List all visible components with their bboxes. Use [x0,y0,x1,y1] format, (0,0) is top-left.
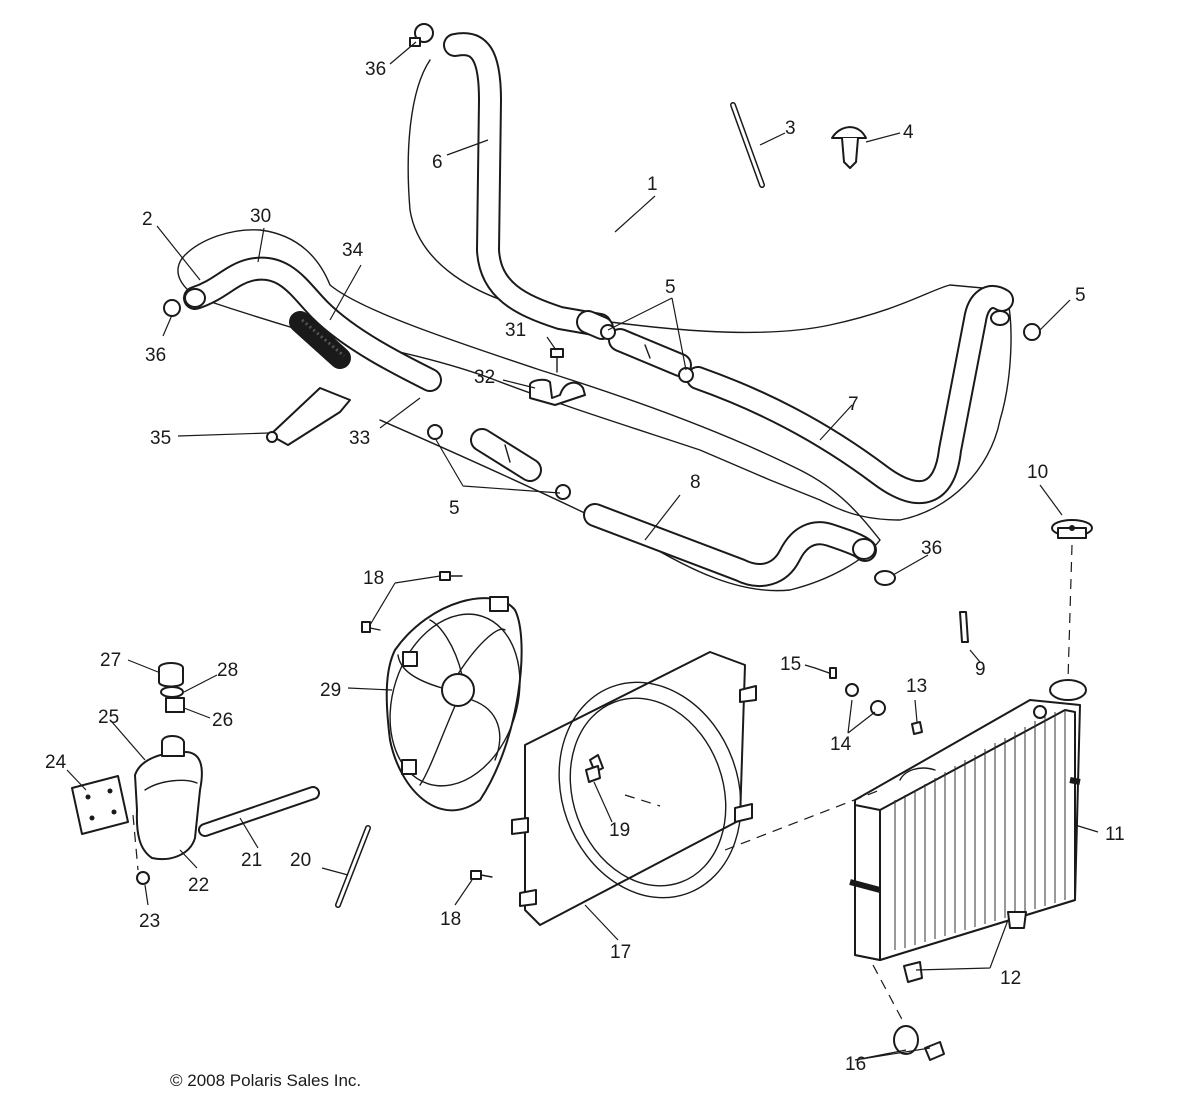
callout-19: 19 [609,820,630,841]
callout-5b: 5 [1075,285,1086,306]
callout-18a: 18 [363,568,384,589]
bolt-15 [814,667,837,679]
mounting-pad-24 [71,775,129,835]
nut-14a [845,683,859,697]
callout-13: 13 [906,676,927,697]
bolt-18c [470,870,493,880]
callout-33: 33 [349,428,370,449]
neck-seal-26 [165,697,185,713]
bracket-32 [529,378,586,406]
callout-11: 11 [1105,824,1125,845]
callout-25: 25 [98,707,119,728]
radiator-11 [849,679,1087,961]
leader-lines [66,41,1099,1061]
bolt-18a [439,571,463,581]
foam-strip-9 [959,611,969,643]
callout-29: 29 [320,680,341,701]
dash-radiator-sensor [872,964,906,1026]
cable-tie-20 [335,825,371,908]
callout-3: 3 [785,118,796,139]
clamp-36b [163,299,181,317]
hose-connector-lower [470,428,542,482]
callout-36b: 36 [145,345,166,366]
dash-shroud-hub [624,794,661,807]
callout-26: 26 [212,710,233,731]
coolant-hose-6-7 [443,32,1014,505]
screw-23 [136,871,150,885]
dash-bottle-screw [132,814,139,871]
hose-clamp-5d [427,424,443,440]
callout-22: 22 [188,875,209,896]
callout-27: 27 [100,650,121,671]
grommet-12b [903,961,923,983]
callout-15: 15 [780,654,801,675]
grommet-12a [1007,911,1027,929]
callout-16: 16 [845,1054,866,1075]
o-ring-28 [160,686,184,698]
callout-12: 12 [1000,968,1021,989]
cable-tie-3 [730,102,765,188]
callout-21: 21 [241,850,262,871]
callout-36a: 36 [365,59,386,80]
coolant-hose-2-30-33 [183,256,442,392]
callout-9: 9 [975,659,986,680]
radiator-cap-10 [1051,519,1093,539]
callout-1: 1 [647,174,658,195]
dash-shroud-to-radiator [724,789,881,851]
hose-clamp-5e [555,484,571,500]
callout-17: 17 [610,942,631,963]
clamp-36c [874,570,896,586]
callout-31: 31 [505,320,526,341]
callout-32: 32 [474,367,495,388]
callout-23: 23 [139,911,160,932]
callout-6: 6 [432,152,443,173]
callout-24: 24 [45,752,67,773]
callout-2: 2 [142,209,153,230]
radiator-fins [894,710,1066,950]
hose-guide-35 [266,387,351,446]
bolt-18b [361,621,381,633]
clamp-36a [409,23,434,47]
callout-20: 20 [290,850,311,871]
hose-connector-upper [576,310,692,377]
callout-5a: 5 [665,277,676,298]
callout-4: 4 [903,122,914,143]
callout-28: 28 [217,660,238,681]
recovery-bottle-25 [134,735,203,860]
callout-7: 7 [848,394,859,415]
callout-5c: 5 [449,498,460,519]
cooling-fan-29 [385,596,523,812]
overflow-hose-21 [198,786,320,837]
callout-35: 35 [150,428,171,449]
callout-36c: 36 [921,538,942,559]
corrugated-sleeve-34 [289,311,351,369]
hose-clamp-5b [678,367,694,383]
callout-34: 34 [342,240,364,261]
callout-10: 10 [1027,462,1048,483]
push-rivet-4 [831,126,867,169]
copyright-notice: © 2008 Polaris Sales Inc. [170,1071,361,1090]
nut-13 [911,721,923,735]
callout-14: 14 [830,734,852,755]
nut-14b [870,700,886,716]
bottle-cap-27 [158,662,184,688]
callout-18b: 18 [440,909,461,930]
callout-labels: 1 2 3 4 5 5 5 6 7 8 9 10 11 12 13 14 15 … [45,59,1125,1075]
callout-8: 8 [690,472,701,493]
callout-30: 30 [250,206,271,227]
screw-31 [550,348,564,373]
temp-sensor-16 [893,1025,945,1061]
fan-shroud-17 [511,651,757,926]
coolant-hose-8 [583,503,877,587]
dash-cap-to-radiator [1067,544,1073,681]
hose-clamp-5c [1023,323,1041,341]
clip-19 [585,765,601,783]
